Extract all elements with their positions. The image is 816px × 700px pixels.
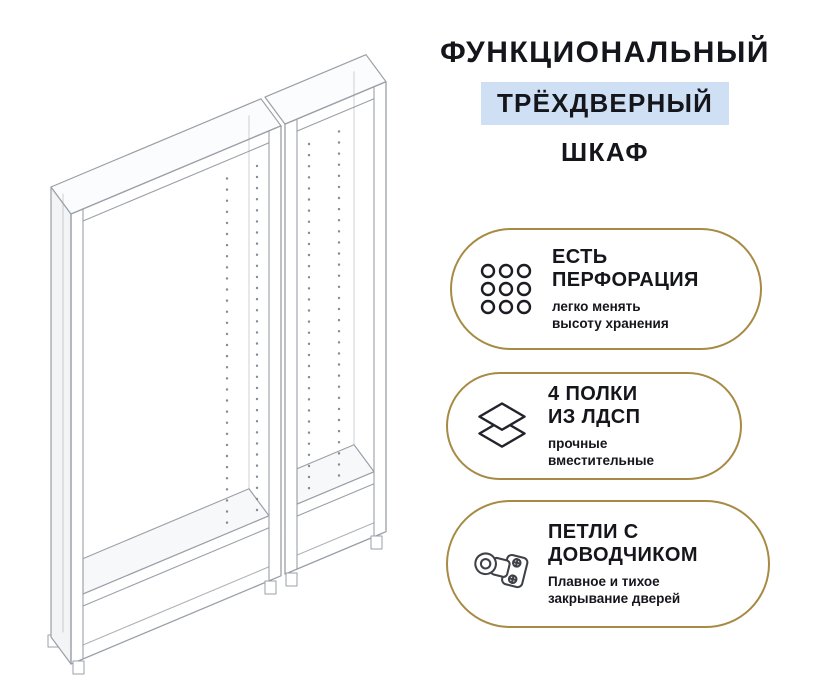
left-cabinet-frame	[70, 125, 282, 665]
title-line-1: ФУНКЦИОНАЛЬНЫЙ	[440, 36, 770, 69]
feature-subtitle: прочные вместительные	[548, 435, 655, 468]
feature-subtitle: Плавное и тихое закрывание дверей	[548, 573, 681, 606]
title-line-2-highlight: ТРЁХДВЕРНЫЙ	[480, 82, 730, 125]
feature-card-perforation: ЕСТЬ ПЕРФОРАЦИЯ легко менять высоту хран…	[450, 228, 762, 350]
hinge-icon	[474, 552, 529, 589]
feature-title: ЕСТЬ ПЕРФОРАЦИЯ	[552, 245, 699, 291]
feature-subtitle: легко менять высоту хранения	[552, 298, 669, 331]
product-title: ФУНКЦИОНАЛЬНЫЙ ТРЁХДВЕРНЫЙ ШКАФ	[404, 36, 806, 166]
right-cabinet-frame	[284, 81, 387, 575]
wardrobe-illustration	[47, 54, 387, 675]
perforation-holes-icon	[480, 263, 532, 315]
wardrobe-feet	[72, 535, 383, 675]
feature-card-hinges: ПЕТЛИ С ДОВОДЧИКОМ Плавное и тихое закры…	[446, 500, 770, 628]
title-line-3: ШКАФ	[561, 136, 649, 167]
wardrobe-carcass-faces	[50, 54, 387, 665]
feature-card-shelves: 4 ПОЛКИ ИЗ ЛДСП прочные вместительные	[446, 372, 742, 480]
feature-title: ПЕТЛИ С ДОВОДЧИКОМ	[548, 520, 698, 566]
wardrobe-bottom-panels	[82, 444, 375, 595]
shelves-layers-icon	[478, 402, 526, 448]
feature-title: 4 ПОЛКИ ИЗ ЛДСП	[548, 382, 641, 428]
